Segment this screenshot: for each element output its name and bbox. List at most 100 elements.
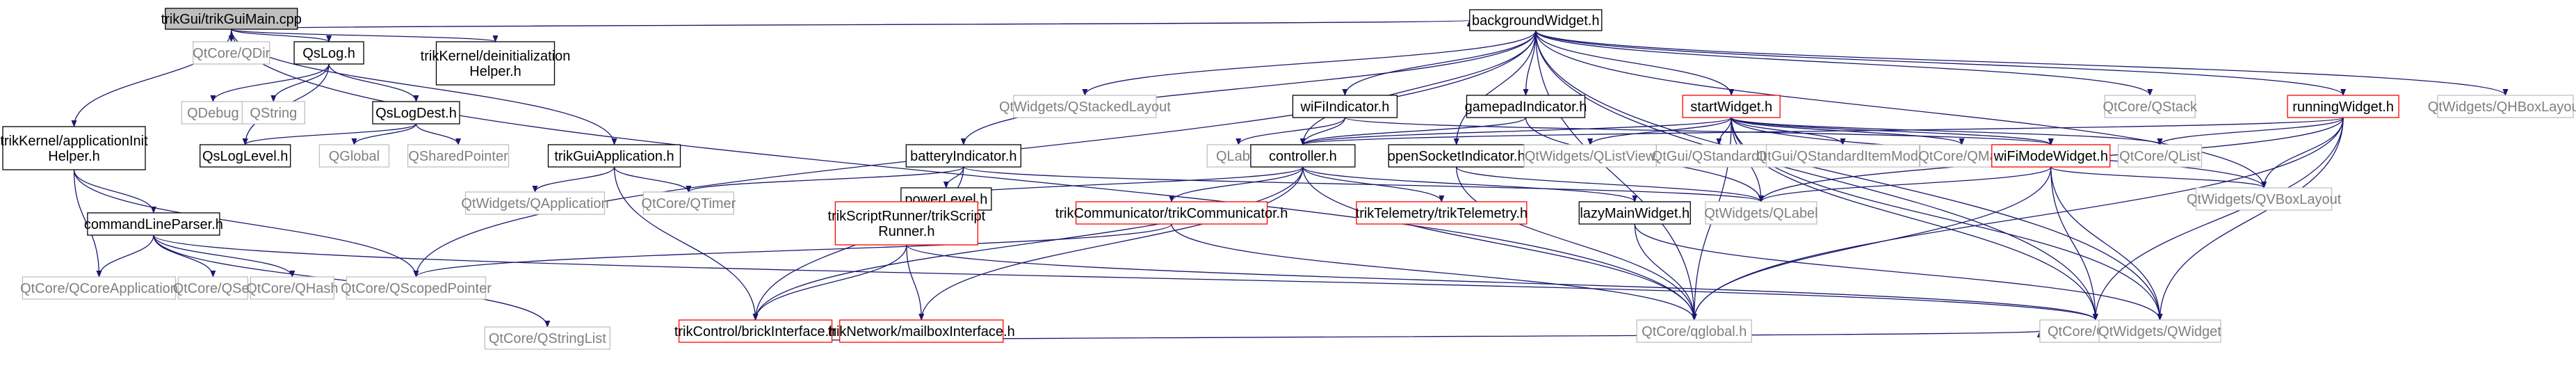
node-bgwidget[interactable]: backgroundWidget.h [1469, 9, 1603, 31]
node-label: commandLineParser.h [84, 217, 223, 232]
node-runningwidget[interactable]: runningWidget.h [2287, 95, 2399, 118]
node-qsloglevel[interactable]: QsLogLevel.h [200, 144, 291, 168]
node-label: lazyMainWidget.h [1580, 206, 1690, 221]
node-label: QtGui/QStandardItem [1652, 149, 1786, 164]
node-label: QtWidgets/QStackedLayout [999, 99, 1171, 115]
node-qapplication: QtWidgets/QApplication [461, 191, 609, 215]
node-label: QGlobal [329, 149, 380, 164]
node-trikguiapp[interactable]: trikGuiApplication.h [547, 144, 681, 168]
node-label: QtCore/QList [2119, 149, 2201, 164]
node-qtlabel: QtWidgets/QLabel [1704, 201, 1818, 225]
node-qmap: QtCore/QMap [1918, 144, 2005, 168]
node-label: batteryIndicator.h [910, 149, 1016, 164]
node-qstandarditem: QtGui/QStandardItem [1652, 144, 1786, 168]
edge-controller-to-mailbox [918, 166, 1304, 321]
edge-qslog-to-qstring [270, 63, 330, 102]
edge-bgwidget-to-qstack [1535, 30, 2153, 96]
edge-bgwidget-to-controller [1299, 30, 1537, 145]
node-mailbox[interactable]: trikNetwork/mailboxInterface.h [828, 319, 1015, 343]
node-brickinterface[interactable]: trikControl/brickInterface.h [674, 319, 836, 343]
edge-startwidget-to-qstandarditemmodel [1731, 117, 1846, 145]
node-label: runningWidget.h [2292, 99, 2394, 115]
node-label: QSharedPointer [408, 149, 508, 164]
node-box [1466, 95, 1586, 118]
node-box [484, 326, 610, 350]
node-root[interactable]: trikGui/trikGuiMain.cpp [161, 8, 302, 30]
node-trikcomm[interactable]: trikCommunicator/trikCommunicator.h [1055, 201, 1288, 225]
node-qstandarditemmodel: QtGui/QStandardItemModel [1757, 144, 1929, 168]
node-box [1013, 95, 1157, 118]
node-box [1655, 144, 1783, 168]
edge-cmdparser-to-qtstring [153, 234, 2098, 321]
node-gamepadind[interactable]: gamepadIndicator.h [1465, 95, 1587, 118]
edge-scriptrunner-to-brickinterface [752, 244, 907, 321]
node-label: trikCommunicator/trikCommunicator.h [1055, 206, 1288, 221]
node-box [2287, 95, 2399, 118]
node-qlist: QtCore/QList [2117, 144, 2203, 168]
node-label: gamepadIndicator.h [1465, 99, 1587, 115]
node-qslog[interactable]: QsLog.h [293, 41, 364, 65]
edge-startwidget-to-qlist [1731, 117, 2163, 145]
edge-controller-to-triktelemetry [1302, 166, 1445, 202]
edge-runningwidget-to-controller [1300, 117, 2344, 145]
edge-trikcomm-to-qscopedptr [413, 223, 1172, 278]
node-label: QsLogLevel.h [202, 149, 288, 164]
node-box [318, 144, 390, 168]
edge-appinit-to-qscopedptr [73, 169, 419, 278]
edge-bgwidget-to-runningwidget [1535, 30, 2346, 96]
node-box [372, 101, 460, 125]
edge-scriptrunner-to-mailbox [906, 244, 925, 321]
node-label: QtCore/QSet [173, 281, 254, 296]
edge-runningwidget-to-qlist [2157, 117, 2344, 145]
edge-batteryind-to-qtimer [686, 166, 964, 193]
node-triktelemetry[interactable]: trikTelemetry/trikTelemetry.h [1356, 201, 1528, 225]
node-scriptrunner[interactable]: trikScriptRunner/trikScriptRunner.h [828, 201, 986, 246]
node-qhboxlayout: QtWidgets/QHBoxLayout [2428, 95, 2576, 118]
node-label: QsLogDest.h [375, 106, 457, 121]
node-box [2, 126, 146, 170]
node-label: trikControl/brickInterface.h [674, 324, 836, 339]
node-box [407, 144, 510, 168]
node-qsharedptr: QSharedPointer [407, 144, 510, 168]
edge-bgwidget-to-wifiind [1342, 30, 1537, 96]
edge-appinit-to-qcoreapp [73, 169, 102, 278]
node-box [1250, 144, 1356, 168]
edge-bgwidget-to-qvboxlayout [1535, 30, 2267, 189]
node-box [1356, 201, 1528, 225]
node-label: QtCore/qglobal.h [1642, 324, 1747, 339]
node-box [1469, 9, 1603, 31]
edge-bgwidget-to-startwidget [1535, 30, 1735, 96]
node-controller[interactable]: controller.h [1250, 144, 1356, 168]
node-box [1682, 95, 1781, 118]
node-box [2437, 95, 2574, 118]
edge-qslogdest-to-qsloglevel [242, 123, 417, 145]
edge-trikcomm-to-qtglobal [1171, 223, 1697, 321]
edge-bgwidget-to-qhboxlayout [1535, 30, 2509, 96]
edge-cmdparser-to-qset [153, 234, 216, 278]
node-opensocket[interactable]: openSocketIndicator.h [1388, 144, 1525, 168]
node-box [293, 41, 364, 65]
node-qslogdest[interactable]: QsLogDest.h [372, 101, 460, 125]
node-label: QtWidgets/QVBoxLayout [2187, 192, 2342, 207]
node-label: QtCore/QStack [2103, 99, 2198, 115]
edge-scriptrunner-to-qtstring [906, 244, 2098, 321]
node-wifimode[interactable]: wiFiModeWidget.h [1991, 144, 2111, 168]
node-box [834, 201, 979, 246]
node-wifiind[interactable]: wiFiIndicator.h [1292, 95, 1398, 118]
node-batteryind[interactable]: batteryIndicator.h [905, 144, 1021, 168]
node-box [165, 8, 298, 30]
node-lazymain[interactable]: lazyMainWidget.h [1578, 201, 1691, 225]
node-cmdparser[interactable]: commandLineParser.h [84, 212, 223, 236]
node-qhash: QtCore/QHash [246, 276, 339, 300]
edge-controller-to-trikcomm [1169, 166, 1304, 202]
edge-startwidget-to-qlistview [1587, 117, 1732, 145]
node-box [642, 191, 735, 215]
node-box [2117, 144, 2203, 168]
node-label: QtCore/QDir [193, 46, 270, 61]
node-startwidget[interactable]: startWidget.h [1682, 95, 1781, 118]
edge-batteryind-to-powerlevel [943, 166, 964, 189]
node-label: Helper.h [469, 64, 521, 79]
